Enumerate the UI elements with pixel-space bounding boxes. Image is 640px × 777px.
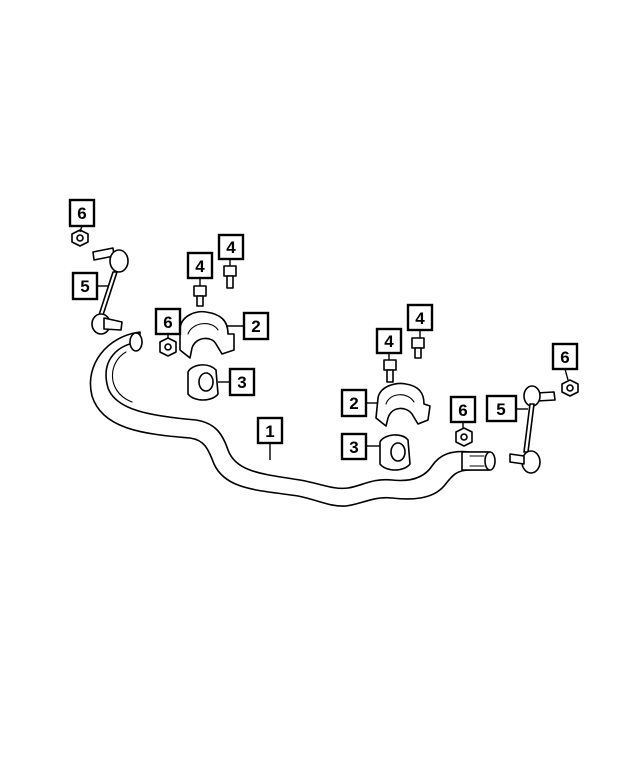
- svg-text:4: 4: [384, 332, 394, 351]
- svg-text:5: 5: [80, 277, 89, 296]
- svg-text:2: 2: [251, 317, 260, 336]
- nut-top-left: [71, 229, 89, 247]
- svg-text:3: 3: [237, 373, 246, 392]
- svg-text:3: 3: [349, 438, 358, 457]
- bushing-right: [379, 434, 411, 471]
- svg-text:4: 4: [415, 309, 425, 328]
- svg-text:4: 4: [226, 238, 236, 257]
- callout-6-top-left: 6: [68, 198, 96, 228]
- nut-right: [561, 379, 579, 397]
- nut-left-mid: [159, 337, 177, 357]
- stabilizer-bar: [89, 331, 496, 507]
- bolt-right-a: [383, 359, 397, 383]
- bolt-left-b: [223, 265, 237, 289]
- svg-text:1: 1: [265, 422, 274, 441]
- svg-text:6: 6: [560, 348, 569, 367]
- callout-3-right: 3: [340, 432, 368, 461]
- callout-2-left: 2: [242, 311, 270, 341]
- stabilizer-link-right: [509, 385, 556, 474]
- callout-4-right-a: 4: [375, 327, 403, 355]
- bolt-right-b: [411, 337, 425, 359]
- bolt-left-a: [193, 285, 207, 307]
- svg-text:6: 6: [163, 313, 172, 332]
- callout-4-left-a: 4: [186, 251, 214, 280]
- svg-text:4: 4: [195, 257, 205, 276]
- bushing-left: [187, 364, 219, 401]
- svg-text:2: 2: [349, 394, 358, 413]
- callout-1: 1: [256, 416, 284, 445]
- callout-4-right-b: 4: [406, 303, 434, 332]
- svg-text:6: 6: [77, 204, 86, 223]
- callout-5-left: 5: [71, 271, 99, 301]
- callout-4-left-b: 4: [217, 233, 245, 261]
- svg-text:6: 6: [458, 401, 467, 420]
- nut-right-mid: [455, 427, 473, 447]
- stabilizer-link-left: [91, 247, 129, 335]
- callout-6-right: 6: [551, 342, 579, 371]
- callout-6-right-mid: 6: [449, 395, 477, 424]
- callout-2-right: 2: [340, 388, 368, 418]
- svg-text:5: 5: [496, 400, 505, 419]
- callout-6-left-mid: 6: [154, 307, 182, 336]
- bracket-right: [375, 382, 431, 427]
- bracket-left: [179, 310, 235, 359]
- callout-3-left: 3: [228, 367, 256, 397]
- callout-5-right: 5: [485, 394, 518, 423]
